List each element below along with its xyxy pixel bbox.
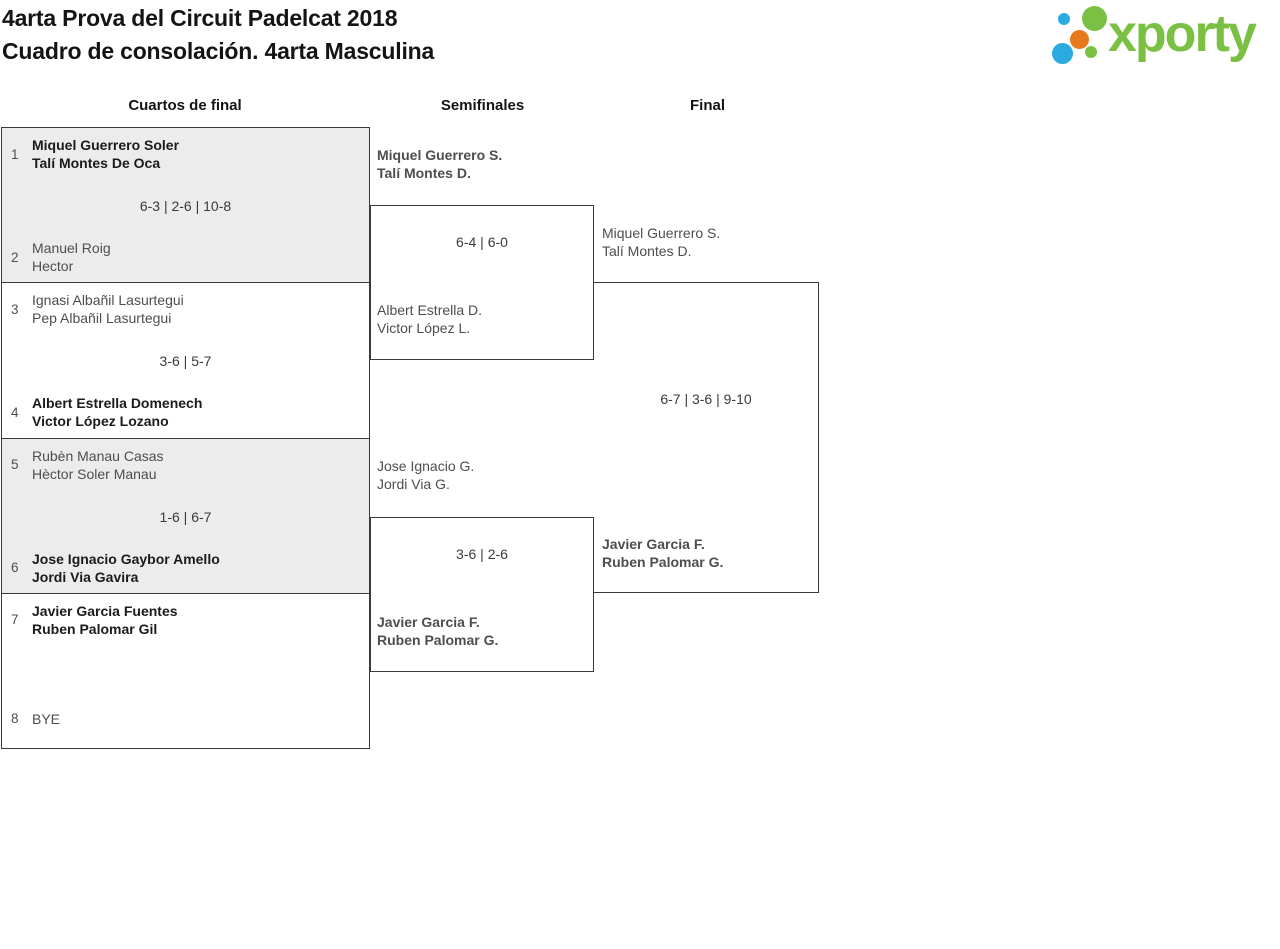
team-name-line2: Ruben Palomar Gil — [32, 620, 158, 637]
team-name-line2: Victor López L. — [377, 320, 471, 336]
seed-number: 6 — [11, 560, 19, 575]
team-slot: 7 Javier Garcia Fuentes Ruben Palomar Gi… — [11, 602, 363, 638]
team-name: Javier Garcia Fuentes Ruben Palomar Gil — [32, 602, 178, 638]
team-name-line2: Hèctor Soler Manau — [32, 465, 157, 482]
team-name-line1: Javier Garcia Fuentes — [32, 602, 178, 619]
team-name: Miquel Guerrero S. Talí Montes D. — [602, 224, 720, 260]
team-name: Miquel Guerrero S. Talí Montes D. — [377, 146, 502, 182]
team-name-line2: Talí Montes De Oca — [32, 155, 161, 171]
team-name-line1: Jose Ignacio G. — [377, 458, 475, 474]
team-name-line2: Jordi Via G. — [377, 476, 450, 492]
team-name: Rubèn Manau Casas Hèctor Soler Manau — [32, 447, 164, 483]
round-header-final: Final — [689, 97, 725, 114]
team-name-line2: Talí Montes D. — [602, 243, 692, 259]
team-slot: 3 Ignasi Albañil Lasurtegui Pep Albañil … — [11, 291, 363, 327]
team-name: Javier Garcia F. Ruben Palomar G. — [602, 535, 723, 571]
team-name: Albert Estrella Domenech Victor López Lo… — [32, 394, 202, 430]
logo-dot-icon — [1052, 43, 1073, 64]
seed-number: 2 — [11, 249, 19, 265]
logo-dot-icon — [1070, 30, 1089, 49]
team-name: BYE — [32, 710, 60, 728]
team-slot: 2 Manuel Roig Hector — [11, 239, 363, 275]
team-slot: 6 Jose Ignacio Gaybor Amello Jordi Via G… — [11, 550, 363, 586]
match-semifinal-2: 3-6 | 2-6 — [370, 517, 594, 672]
team-name-line1: BYE — [32, 710, 61, 727]
match-semifinal-1: 6-4 | 6-0 — [370, 205, 594, 360]
logo-text: xporty — [1108, 5, 1257, 63]
quarterfinals-column: 1 Miquel Guerrero Soler Talí Montes De O… — [1, 127, 370, 749]
xporty-logo[interactable]: xporty — [1050, 5, 1280, 71]
round-header-semifinales: Semifinales — [440, 97, 525, 114]
team-name-line1: Rubèn Manau Casas — [32, 447, 164, 464]
team-name-line1: Albert Estrella Domenech — [32, 395, 203, 412]
team-name-line2: Victor López Lozano — [32, 413, 169, 430]
title-line-2: Cuadro de consolación. 4arta Masculina — [2, 38, 435, 64]
seed-number: 3 — [11, 301, 19, 317]
team-name-line2: Ruben Palomar G. — [377, 632, 499, 648]
seed-number: 5 — [11, 457, 19, 472]
team-name: Javier Garcia F. Ruben Palomar G. — [377, 613, 498, 649]
team-name-line2: Hector — [32, 258, 74, 274]
team-name-line1: Miquel Guerrero Soler — [32, 137, 180, 153]
team-name-line1: Javier Garcia F. — [602, 536, 705, 552]
team-name-line1: Miquel Guerrero S. — [602, 225, 721, 241]
team-name-line2: Jordi Via Gavira — [32, 568, 139, 585]
round-header-cuartos: Cuartos de final — [128, 97, 242, 114]
team-slot: 5 Rubèn Manau Casas Hèctor Soler Manau — [11, 447, 363, 483]
team-name-line2: Ruben Palomar G. — [602, 554, 724, 570]
title-line-1: 4arta Prova del Circuit Padelcat 2018 — [2, 5, 398, 31]
team-name: Miquel Guerrero Soler Talí Montes De Oca — [32, 136, 179, 172]
team-name-line1: Manuel Roig — [32, 240, 111, 256]
match-score: 3-6 | 2-6 — [456, 546, 508, 562]
seed-number: 1 — [11, 146, 19, 162]
team-slot: 4 Albert Estrella Domenech Victor López … — [11, 394, 363, 430]
match-final: 6-7 | 3-6 | 9-10 — [594, 282, 819, 593]
logo-dot-icon — [1058, 13, 1070, 25]
team-name-line1: Javier Garcia F. — [377, 614, 480, 630]
team-name-line2: Pep Albañil Lasurtegui — [32, 310, 172, 327]
team-name-line2: Talí Montes D. — [377, 165, 471, 181]
seed-number: 7 — [11, 612, 19, 628]
seed-number: 4 — [11, 404, 19, 420]
match-score: 6-7 | 3-6 | 9-10 — [660, 391, 752, 407]
logo-dot-icon — [1085, 46, 1097, 58]
match-score: 6-4 | 6-0 — [456, 234, 508, 250]
team-name: Albert Estrella D. Victor López L. — [377, 301, 482, 337]
team-name: Jose Ignacio G. Jordi Via G. — [377, 457, 474, 493]
match-quarterfinal-1: 1 Miquel Guerrero Soler Talí Montes De O… — [2, 128, 369, 284]
logo-dot-icon — [1082, 6, 1107, 31]
match-score: 1-6 | 6-7 — [159, 508, 212, 525]
match-score: 6-3 | 2-6 | 10-8 — [139, 198, 232, 214]
team-name-line1: Albert Estrella D. — [377, 302, 483, 318]
match-quarterfinal-2: 3 Ignasi Albañil Lasurtegui Pep Albañil … — [2, 283, 369, 439]
match-score: 3-6 | 5-7 — [159, 353, 212, 370]
team-name: Manuel Roig Hector — [32, 239, 111, 275]
team-name-line1: Jose Ignacio Gaybor Amello — [32, 550, 220, 567]
page-title: 4arta Prova del Circuit Padelcat 2018 Cu… — [2, 2, 434, 68]
seed-number: 8 — [11, 711, 19, 727]
team-name: Ignasi Albañil Lasurtegui Pep Albañil La… — [32, 291, 184, 327]
team-name-line1: Miquel Guerrero S. — [377, 147, 503, 163]
team-slot: 1 Miquel Guerrero Soler Talí Montes De O… — [11, 136, 363, 172]
team-name-line1: Ignasi Albañil Lasurtegui — [32, 292, 184, 309]
match-quarterfinal-3: 5 Rubèn Manau Casas Hèctor Soler Manau 1… — [2, 438, 369, 594]
team-slot: 8 BYE — [11, 710, 363, 728]
match-quarterfinal-4: 7 Javier Garcia Fuentes Ruben Palomar Gi… — [2, 594, 369, 748]
team-name: Jose Ignacio Gaybor Amello Jordi Via Gav… — [32, 550, 220, 586]
